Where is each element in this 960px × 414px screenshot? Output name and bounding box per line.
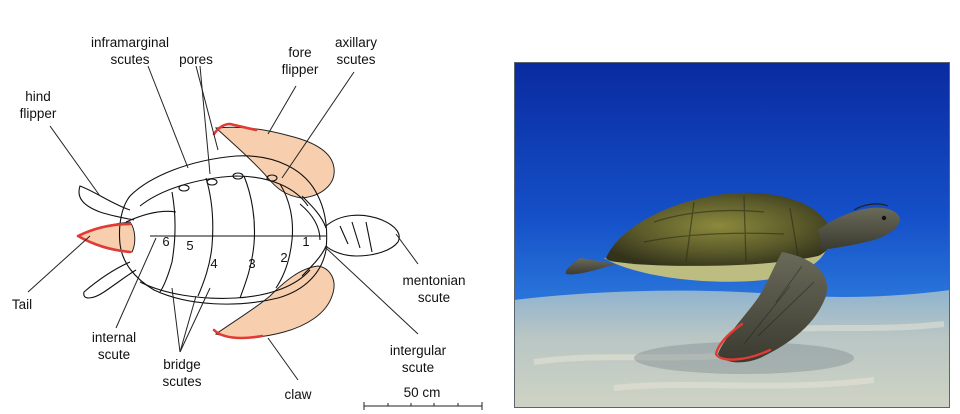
rear-claw-highlight <box>212 328 264 340</box>
label-intergular: intergular <box>390 343 447 358</box>
label-fore-flipper: fore <box>288 45 311 60</box>
label-hind-flipper: flipper <box>20 106 57 121</box>
carapace <box>606 192 832 266</box>
label-hind-flipper: hind <box>25 89 51 104</box>
label-pores: pores <box>179 52 213 67</box>
claw-highlight <box>714 322 772 361</box>
scute-number: 6 <box>162 234 169 249</box>
plastron-diagram: 1 2 3 4 5 6 inframarginal scutes pores f… <box>12 35 483 410</box>
label-internal: scute <box>98 347 130 362</box>
label-intergular: scute <box>402 360 434 375</box>
label-bridge: scutes <box>162 374 201 389</box>
fore-flipper <box>214 126 335 199</box>
label-inframarginal: scutes <box>110 52 149 67</box>
scute-number: 5 <box>186 238 193 253</box>
turtle-photo <box>514 62 950 408</box>
leader-lines <box>27 65 419 381</box>
rear-fore-flipper <box>214 265 335 339</box>
label-axillary: axillary <box>335 35 377 50</box>
scute-number: 1 <box>302 234 309 249</box>
label-inframarginal: inframarginal <box>91 35 169 50</box>
scute-number: 4 <box>210 256 217 271</box>
scute-number: 2 <box>280 250 287 265</box>
scute-numbers: 1 2 3 4 5 6 <box>162 234 309 271</box>
label-mentonian: mentonian <box>402 273 465 288</box>
turtle <box>565 192 900 363</box>
scute-number: 3 <box>248 256 255 271</box>
label-internal: internal <box>92 330 136 345</box>
diagram-labels: inframarginal scutes pores fore flipper … <box>12 35 466 402</box>
label-axillary: scutes <box>336 52 375 67</box>
label-bridge: bridge <box>163 357 201 372</box>
fore-claw-highlight <box>212 122 258 136</box>
scale-bar: 50 cm <box>363 385 483 410</box>
tail-highlight <box>76 222 132 254</box>
label-mentonian: scute <box>418 290 450 305</box>
scale-bar-label: 50 cm <box>404 385 441 400</box>
label-claw: claw <box>284 387 311 402</box>
label-fore-flipper: flipper <box>282 62 319 77</box>
label-tail: Tail <box>12 297 32 312</box>
flippers <box>77 126 335 339</box>
shell-outline <box>78 155 400 305</box>
